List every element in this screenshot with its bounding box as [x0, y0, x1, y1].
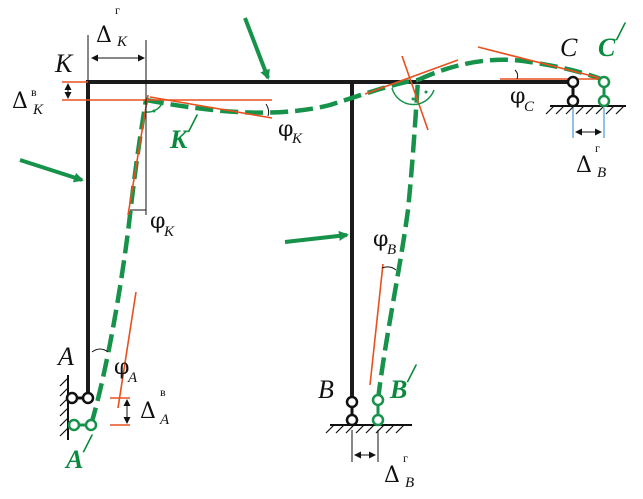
phi-A-symbol: φ — [114, 355, 129, 380]
phi-C-symbol: φ — [510, 84, 525, 109]
displacement-symbols: Δ г K Δ в K φ K φ K φ C Δ г B φ B φ A Δ … — [12, 3, 606, 491]
angle-arcs — [91, 69, 519, 353]
tangent-lines — [62, 46, 601, 426]
support-C — [545, 75, 626, 115]
label-B-prime-mark: / — [406, 359, 418, 388]
delta-B-horizontal-right-sup: г — [595, 141, 600, 155]
delta-A-vertical-symbol: Δ — [140, 399, 156, 424]
delta-A-vertical-sub: A — [159, 412, 170, 428]
delta-K-horizontal-sup: г — [115, 3, 120, 17]
phi-A-sub: A — [127, 370, 138, 386]
deflected-shape — [88, 57, 605, 426]
label-C-prime: C — [598, 33, 616, 62]
phi-K-beam-sub: K — [291, 131, 303, 147]
phi-K-beam-symbol: φ — [278, 117, 293, 142]
delta-K-vertical-sub: K — [32, 102, 44, 118]
phi-B-sub: B — [387, 242, 396, 258]
label-A-prime: A — [64, 445, 83, 474]
delta-K-vertical-sup: в — [31, 85, 37, 99]
delta-K-vertical-symbol: Δ — [12, 89, 28, 114]
dimension-lines — [64, 35, 605, 462]
label-B: B — [318, 375, 334, 404]
delta-B-horizontal-bottom-symbol: Δ — [384, 463, 400, 488]
delta-A-vertical-sup: в — [160, 385, 166, 399]
label-A: A — [56, 342, 74, 371]
delta-B-horizontal-bottom-sup: г — [403, 451, 408, 465]
support-B — [325, 393, 412, 434]
phi-K-column-sub: K — [163, 224, 175, 240]
label-C-prime-mark: / — [615, 17, 627, 46]
label-C: C — [560, 33, 578, 62]
delta-B-horizontal-bottom-sub: B — [405, 475, 414, 491]
label-K-prime: K — [169, 125, 189, 154]
label-B-prime: B — [389, 375, 407, 404]
phi-K-column-symbol: φ — [150, 209, 165, 234]
support-A — [59, 375, 98, 440]
phi-B-symbol: φ — [373, 227, 388, 252]
original-frame — [86, 80, 577, 402]
delta-B-horizontal-right-symbol: Δ — [576, 153, 592, 178]
load-arrows — [19, 17, 349, 244]
delta-B-horizontal-right-sub: B — [597, 165, 606, 181]
label-K-prime-mark: / — [187, 109, 199, 138]
delta-K-horizontal-symbol: Δ — [96, 23, 112, 48]
phi-C-sub: C — [524, 99, 535, 115]
label-K: K — [54, 49, 74, 78]
delta-K-horizontal-sub: K — [116, 34, 128, 50]
right-angle-marks — [145, 87, 435, 113]
point-labels: K K / C C / A A / B B / — [54, 17, 627, 474]
label-A-prime-mark: / — [82, 429, 94, 458]
